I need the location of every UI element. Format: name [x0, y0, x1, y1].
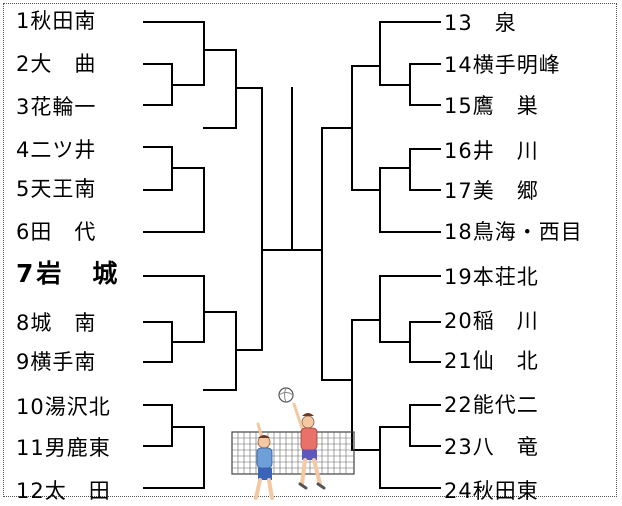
volleyball-icon [278, 387, 294, 403]
right-team-17: 17美 郷 [444, 179, 539, 203]
left-bracket [143, 21, 293, 489]
left-team-12: 12太 田 [16, 479, 111, 503]
right-team-18: 18鳥海・西目 [444, 220, 583, 244]
player-red-icon [292, 402, 326, 490]
left-team-10: 10湯沢北 [16, 395, 111, 419]
right-team-13: 13 泉 [444, 11, 517, 35]
right-bracket [291, 21, 441, 489]
right-team-20: 20稲 川 [444, 309, 539, 333]
volleyball-players-icon [231, 387, 355, 500]
left-team-3: 3花輪一 [16, 95, 97, 119]
bracket-frame [3, 3, 617, 497]
volleyball-net-icon [231, 431, 355, 475]
right-team-24: 24秋田東 [444, 479, 539, 503]
left-team-5: 5天王南 [16, 177, 97, 201]
left-team-11: 11男鹿東 [16, 436, 111, 460]
right-team-19: 19本荘北 [444, 265, 539, 289]
left-team-1: 1秋田南 [16, 9, 97, 33]
right-team-14: 14横手明峰 [444, 53, 561, 77]
left-team-4: 4二ツ井 [16, 138, 97, 162]
left-team-7-highlight: 7岩 城 [16, 259, 121, 288]
left-team-9: 9横手南 [16, 350, 97, 374]
left-team-2: 2大 曲 [16, 52, 97, 76]
player-blue-icon [254, 422, 274, 500]
left-team-6: 6田 代 [16, 220, 97, 244]
left-team-8: 8城 南 [16, 311, 97, 335]
right-team-23: 23八 竜 [444, 435, 539, 459]
right-team-21: 21仙 北 [444, 349, 539, 373]
right-team-22: 22能代二 [444, 393, 539, 417]
right-team-16: 16井 川 [444, 139, 539, 163]
right-team-15: 15鷹 巣 [444, 94, 539, 118]
